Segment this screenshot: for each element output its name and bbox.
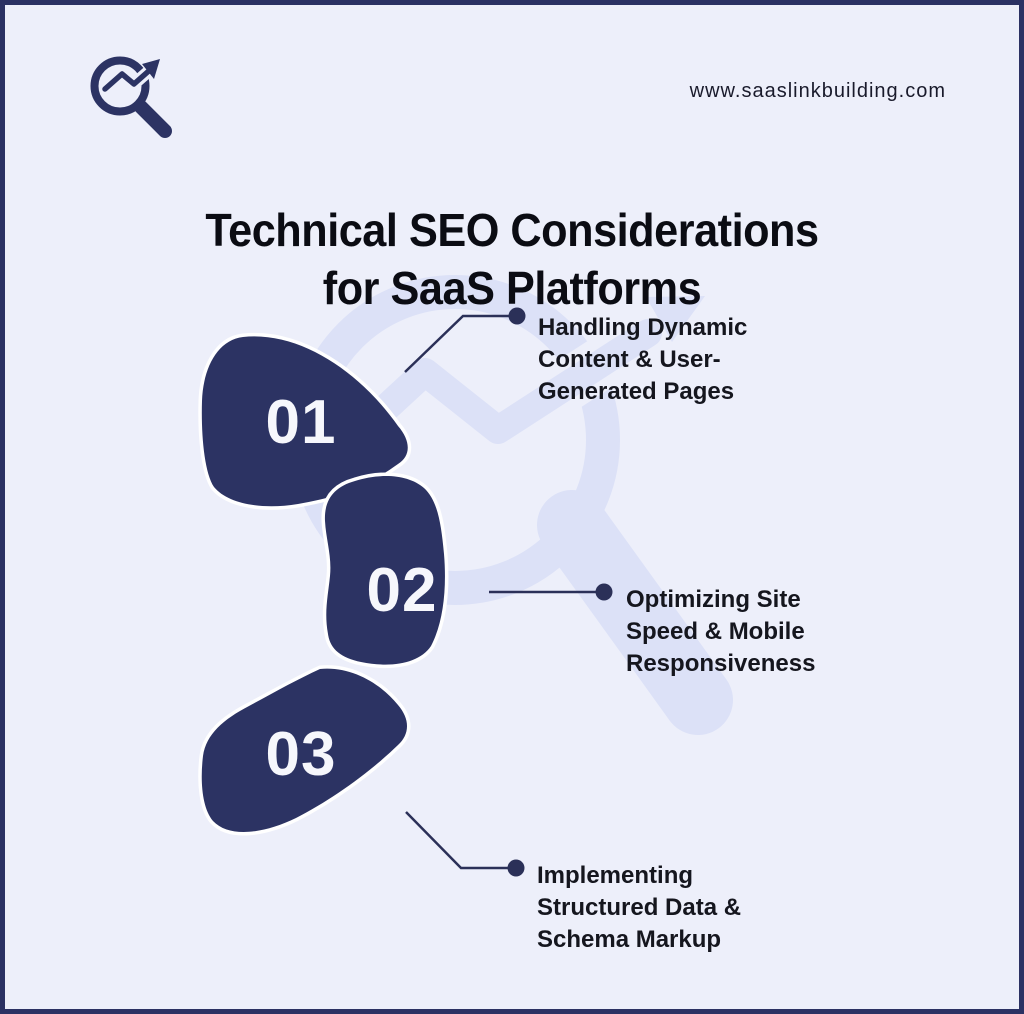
connector-dot-1 [508, 307, 526, 325]
step-2-number: 02 [366, 556, 438, 625]
connector-dots [507, 307, 613, 877]
watermark-arrowhead [646, 296, 705, 342]
page-title: Technical SEO Considerations for SaaS Pl… [205, 203, 819, 314]
step-3-label: Implementing Structured Data & Schema Ma… [537, 862, 742, 953]
step-3-number: 03 [265, 720, 337, 789]
connector-line-1 [404, 314, 509, 373]
website-url: www.saaslinkbuilding.com [689, 80, 946, 102]
magnifier-trend-arrow-icon [90, 56, 172, 138]
connector-dot-2 [595, 583, 613, 601]
segment-blob-01 [198, 332, 412, 510]
logo-trend-line [102, 66, 154, 92]
logo-lens-circle [90, 56, 150, 116]
logo-handle [134, 100, 172, 138]
watermark-handle [537, 490, 733, 735]
step-1-label: Handling Dynamic Content & User- Generat… [538, 314, 748, 405]
segment-blob-03 [198, 665, 411, 836]
step-1-number: 01 [265, 388, 337, 457]
logo-arrowhead [142, 59, 160, 79]
connector-dot-3 [507, 859, 525, 877]
connector-line-3 [405, 811, 508, 870]
step-2-label: Optimizing Site Speed & Mobile Responsiv… [626, 586, 816, 677]
connectors [404, 314, 596, 870]
segment-blob-02 [321, 472, 449, 669]
arc-segments [198, 332, 449, 836]
